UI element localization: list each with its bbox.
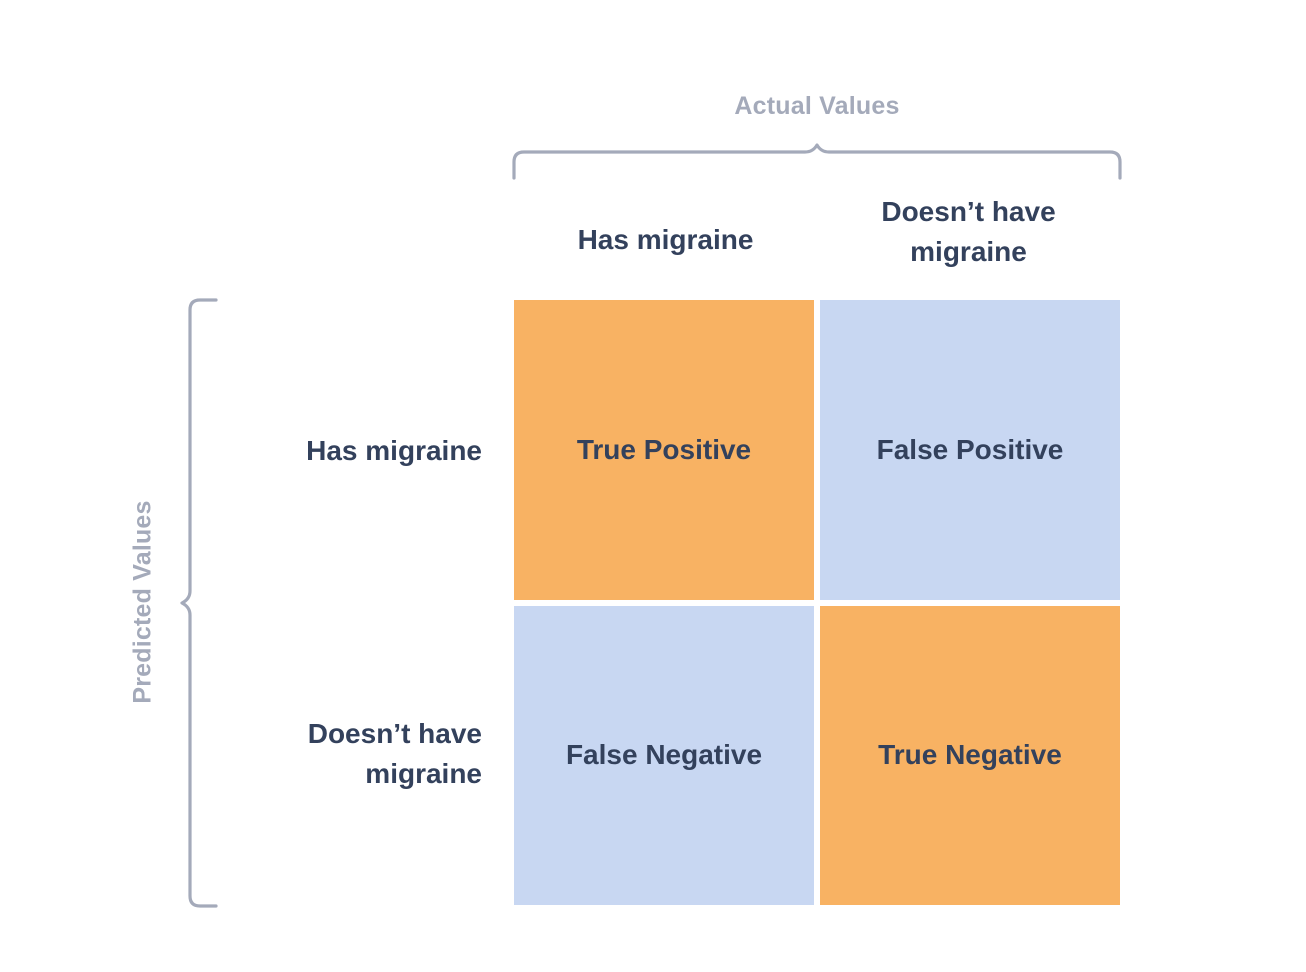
top-brace-icon — [508, 138, 1126, 180]
predicted-values-axis-title: Predicted Values — [128, 500, 157, 704]
matrix-cell-false-negative: False Negative — [514, 605, 814, 905]
matrix-cell-true-positive: True Positive — [514, 300, 814, 600]
confusion-matrix-grid: True Positive False Positive False Negat… — [514, 300, 1120, 905]
matrix-cell-false-positive: False Positive — [820, 300, 1120, 600]
left-brace-icon — [174, 294, 220, 912]
column-headers: Has migraine Doesn’t have migraine — [514, 192, 1120, 292]
row-label-doesnt-have-migraine: Doesn’t have migraine — [307, 718, 482, 789]
matrix-cell-true-negative: True Negative — [820, 605, 1120, 905]
actual-values-axis-title: Actual Values — [734, 92, 900, 120]
column-header-has-migraine: Has migraine — [577, 224, 754, 255]
row-label-has-migraine: Has migraine — [306, 435, 482, 467]
column-header-doesnt-have-migraine: Doesn’t have migraine — [881, 196, 1056, 267]
row-labels: Has migraine Doesn’t have migraine — [230, 300, 482, 905]
